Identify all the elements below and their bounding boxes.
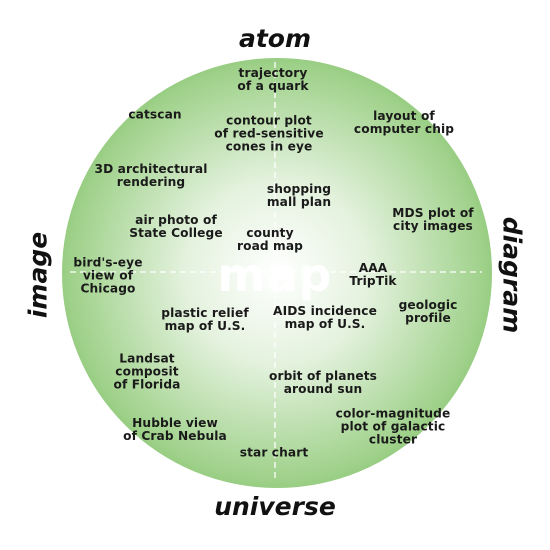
item-label: 3D architectural rendering bbox=[94, 162, 208, 189]
item-label: air photo of State College bbox=[129, 213, 223, 240]
item-label: Landsat composit of Florida bbox=[113, 351, 181, 392]
item-label: plastic relief map of U.S. bbox=[161, 306, 249, 333]
item-label: AIDS incidence map of U.S. bbox=[273, 304, 377, 331]
center-label: map bbox=[217, 248, 333, 302]
item-label: shopping mall plan bbox=[266, 182, 332, 209]
item-label: AAA TripTik bbox=[349, 261, 397, 288]
axis-label-bottom: universe bbox=[214, 492, 336, 521]
axis-label-right: diagram bbox=[497, 216, 527, 334]
item-label: layout of computer chip bbox=[353, 109, 455, 136]
item-label: star chart bbox=[239, 445, 309, 460]
item-label: geologic profile bbox=[398, 298, 458, 325]
green-disc bbox=[62, 58, 492, 488]
item-label: contour plot of red-sensitive cones in e… bbox=[214, 113, 324, 154]
item-label: orbit of planets around sun bbox=[268, 369, 378, 396]
item-label: county road map bbox=[236, 226, 304, 253]
item-label: bird's-eye view of Chicago bbox=[73, 255, 143, 296]
item-label: Hubble view of Crab Nebula bbox=[123, 416, 227, 443]
axis-label-top: atom bbox=[238, 24, 312, 53]
axis-label-left: image bbox=[23, 231, 53, 319]
item-label: trajectory of a quark bbox=[237, 66, 309, 93]
item-label: MDS plot of city images bbox=[392, 206, 474, 233]
item-label: color-magnitude plot of galactic cluster bbox=[335, 406, 451, 447]
item-label: catscan bbox=[128, 107, 182, 122]
